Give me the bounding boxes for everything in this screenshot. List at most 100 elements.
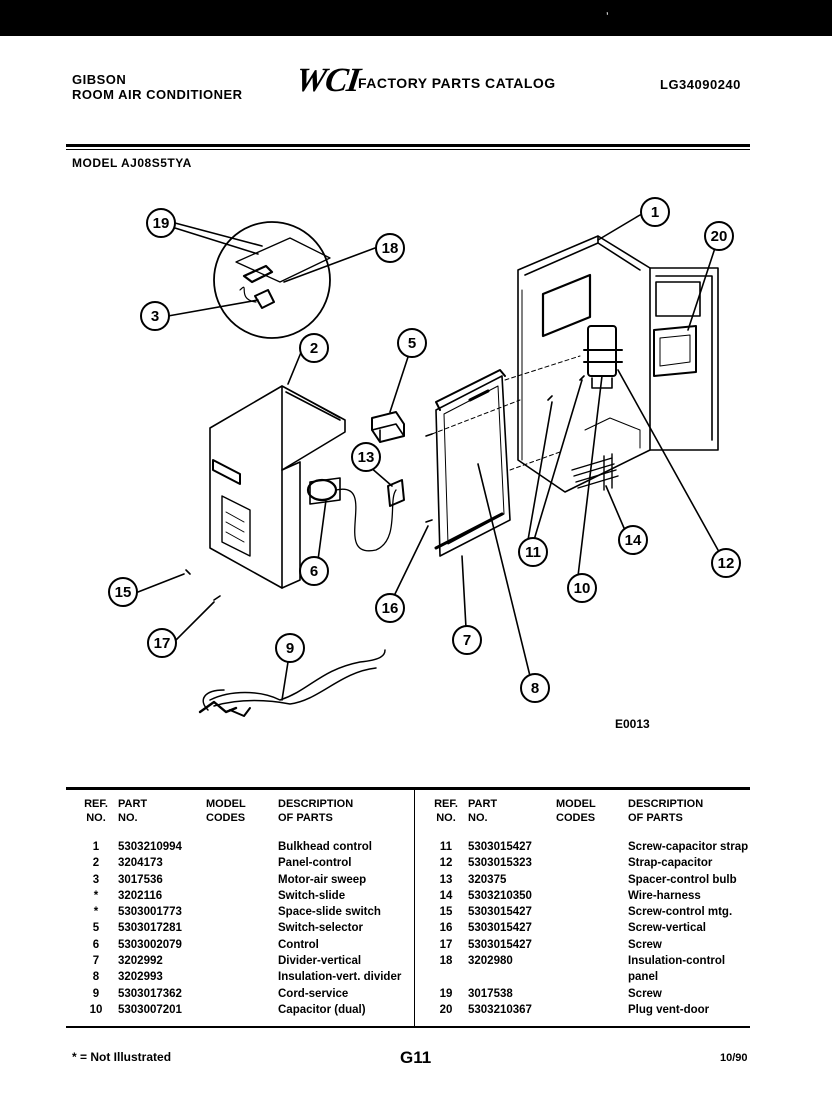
capacitor-drawing [583,325,623,389]
ref-no: 9 [92,987,100,1000]
model-line: MODEL AJ08S5TYA [72,156,192,170]
revision-date: 10/90 [720,1052,748,1064]
ref-no: 11 [439,841,453,853]
ref-no: * [93,889,99,902]
ref-no [424,971,468,987]
ref-no: 1 [92,841,100,853]
callout-17: 17 [154,635,171,652]
description: Cord-service [278,987,349,1000]
model-codes [206,988,278,1004]
page-number: G11 [400,1048,432,1067]
figure-code: E0013 [615,717,650,731]
service-cord-drawing [198,649,386,717]
part-no: 320375 [468,873,507,886]
description: Capacitor (dual) [278,1003,366,1016]
callout-19: 19 [153,215,170,232]
callout-8: 8 [531,680,539,697]
part-no: 5303017362 [118,987,182,1000]
model-codes [206,939,278,955]
callout-7: 7 [463,632,471,649]
part-no: 3202992 [118,955,163,968]
ref-no: 2 [92,857,100,870]
callout-circles [108,197,741,703]
description: Screw [628,938,662,951]
description: Divider-vertical [278,955,362,968]
ref-no: 16 [439,922,453,935]
header-ref: REF.NO. [84,798,108,824]
callout-9: 9 [286,640,294,657]
leader-lines [137,214,719,701]
callout-15: 15 [115,584,132,601]
part-no: 5303210994 [118,841,182,853]
part-no [468,971,556,987]
description: Screw-vertical [628,922,706,935]
ref-no: 3 [92,873,100,886]
callout-11: 11 [525,544,541,561]
callout-12: 12 [718,555,735,572]
table-bottom-rule [66,1026,750,1028]
description: Switch-selector [278,922,363,935]
part-no: 3202980 [468,955,513,968]
callout-6: 6 [310,563,318,580]
description: Control [278,938,319,951]
table-top-rule [66,787,750,790]
screws-drawing [185,375,585,601]
selector-switch-drawing [371,411,405,443]
description: Panel-control [278,857,352,870]
callout-numbers: 19 18 3 1 20 2 5 13 6 15 17 16 7 8 11 10… [115,204,735,697]
callout-16: 16 [382,600,399,617]
control-bulb-drawing [387,479,405,507]
assembly-guide-lines [431,355,581,471]
description: Insulation-vert. divider [278,971,402,984]
model-codes [206,971,278,987]
ref-no: 14 [439,889,453,902]
model-codes [206,857,278,873]
part-no: 5303001773 [118,906,182,919]
description: Insulation-control [628,955,726,968]
model-codes [206,906,278,922]
header-rule-thin [66,149,750,150]
detail-inset [213,221,331,339]
thermostat-control-drawing [306,477,397,552]
brand-name: GIBSON [72,72,127,87]
callout-1: 1 [651,204,659,221]
ref-no: 17 [439,938,453,951]
callout-18: 18 [382,240,399,257]
model-codes [556,906,628,922]
description: panel [628,971,659,984]
model-codes [556,1004,628,1020]
description: Wire-harness [628,889,701,902]
callout-10: 10 [574,580,591,597]
description: Screw-capacitor strap [628,841,749,853]
model-codes [206,1004,278,1020]
catalog-title: FACTORY PARTS CATALOG [358,75,556,91]
ref-no: 8 [92,971,100,984]
callout-3: 3 [151,308,159,325]
callout-2: 2 [310,340,318,357]
part-no: 5303210367 [468,1003,532,1016]
ref-no: 20 [439,1003,453,1016]
part-no: 5303015427 [468,906,532,919]
callout-13: 13 [358,449,375,466]
description: Screw-control mtg. [628,906,733,919]
part-no: 5303017281 [118,922,182,935]
part-no: 5303002079 [118,938,182,951]
